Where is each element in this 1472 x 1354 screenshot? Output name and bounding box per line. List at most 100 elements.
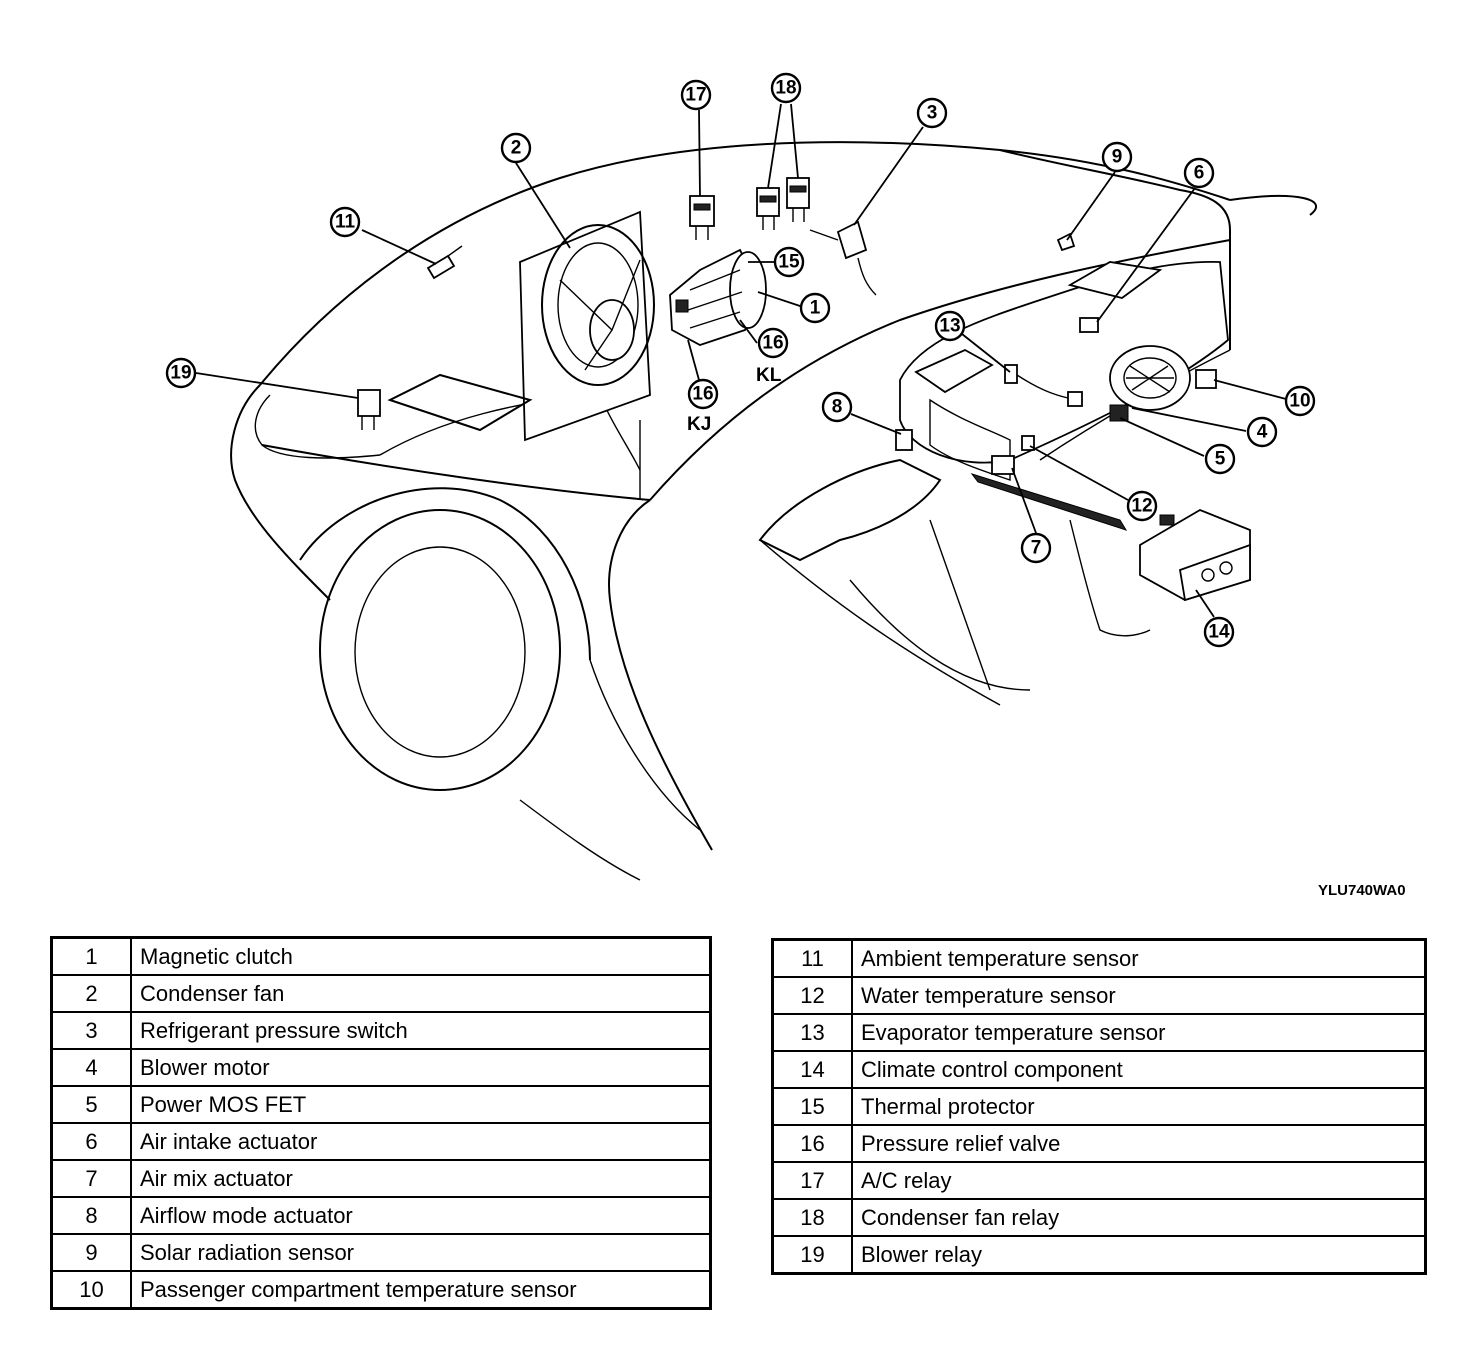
svg-text:10: 10: [1289, 391, 1310, 412]
callout-8: 8: [821, 391, 853, 423]
blower-relay-illustration: [357, 373, 533, 432]
component-location-diagram: 1 2 3 4 5 6 7 8 9 10 11 12 13 14 15 16 1…: [165, 72, 1317, 881]
callout-1: 1: [799, 292, 831, 324]
svg-text:11: 11: [335, 212, 356, 233]
svg-text:14: 14: [1208, 622, 1230, 643]
part-name: Condenser fan: [130, 974, 712, 1013]
part-name: Airflow mode actuator: [130, 1196, 712, 1235]
svg-text:9: 9: [1112, 147, 1123, 168]
ambient-sensor-illustration: [426, 245, 463, 280]
part-number: 4: [50, 1048, 132, 1087]
part-number: 17: [771, 1161, 853, 1200]
svg-text:16: 16: [762, 333, 783, 354]
callouts: 1 2 3 4 5 6 7 8 9 10 11 12 13 14 15 16 1…: [165, 72, 1316, 648]
callout-2: 2: [500, 132, 532, 164]
callout-7: 7: [1020, 532, 1052, 564]
part-name: Thermal protector: [851, 1087, 1427, 1126]
part-name: Refrigerant pressure switch: [130, 1011, 712, 1050]
callout-14: 14: [1203, 616, 1235, 648]
pressure-switch-illustration: [809, 220, 877, 296]
callout-6: 6: [1183, 157, 1215, 189]
part-name: Pressure relief valve: [851, 1124, 1427, 1163]
callout-17: 17: [680, 79, 712, 111]
callout-18: 18: [770, 72, 802, 104]
part-number: 16: [771, 1124, 853, 1163]
part-name: Solar radiation sensor: [130, 1233, 712, 1272]
svg-text:17: 17: [685, 85, 706, 106]
hvac-unit-illustration: [899, 232, 1229, 464]
part-number: 2: [50, 974, 132, 1013]
car-body-outline: [230, 141, 1317, 881]
variant-label-kl: KL: [756, 365, 782, 386]
part-number: 8: [50, 1196, 132, 1235]
part-number: 13: [771, 1013, 853, 1052]
part-number: 7: [50, 1159, 132, 1198]
part-number: 5: [50, 1085, 132, 1124]
part-number: 10: [50, 1270, 132, 1310]
part-name: Water temperature sensor: [851, 976, 1427, 1015]
svg-text:2: 2: [511, 138, 522, 159]
climate-control-illustration: [1139, 509, 1251, 602]
part-name: Power MOS FET: [130, 1085, 712, 1124]
variant-label-kj: KJ: [687, 414, 711, 435]
svg-text:12: 12: [1131, 496, 1152, 517]
svg-text:8: 8: [832, 397, 843, 418]
part-number: 18: [771, 1198, 853, 1237]
part-number: 11: [771, 938, 853, 978]
part-number: 1: [50, 936, 132, 976]
compressor-illustration: [669, 248, 767, 346]
svg-text:6: 6: [1194, 163, 1205, 184]
part-number: 6: [50, 1122, 132, 1161]
figure-code: YLU740WA0: [1318, 882, 1406, 899]
svg-text:1: 1: [810, 298, 821, 319]
part-name: A/C relay: [851, 1161, 1427, 1200]
callout-16b: 16: [687, 378, 719, 410]
dashboard-illustration: [758, 398, 1128, 562]
part-name: Blower motor: [130, 1048, 712, 1087]
svg-text:4: 4: [1257, 422, 1268, 443]
svg-text:15: 15: [778, 252, 800, 273]
callout-9: 9: [1101, 141, 1133, 173]
part-name: Climate control component: [851, 1050, 1427, 1089]
callout-11: 11: [329, 206, 361, 238]
callout-15: 15: [773, 246, 805, 278]
callout-12: 12: [1126, 490, 1158, 522]
svg-text:18: 18: [775, 78, 796, 99]
part-name: Passenger compartment temperature sensor: [130, 1270, 712, 1310]
callout-3: 3: [916, 97, 948, 129]
part-number: 15: [771, 1087, 853, 1126]
part-number: 9: [50, 1233, 132, 1272]
callout-13: 13: [934, 310, 966, 342]
part-number: 12: [771, 976, 853, 1015]
svg-text:3: 3: [927, 103, 938, 124]
svg-text:16: 16: [692, 384, 713, 405]
part-name: Air mix actuator: [130, 1159, 712, 1198]
part-name: Air intake actuator: [130, 1122, 712, 1161]
svg-text:7: 7: [1031, 538, 1042, 559]
svg-text:19: 19: [170, 363, 191, 384]
part-name: Magnetic clutch: [130, 936, 712, 976]
part-number: 3: [50, 1011, 132, 1050]
callout-5: 5: [1204, 443, 1236, 475]
